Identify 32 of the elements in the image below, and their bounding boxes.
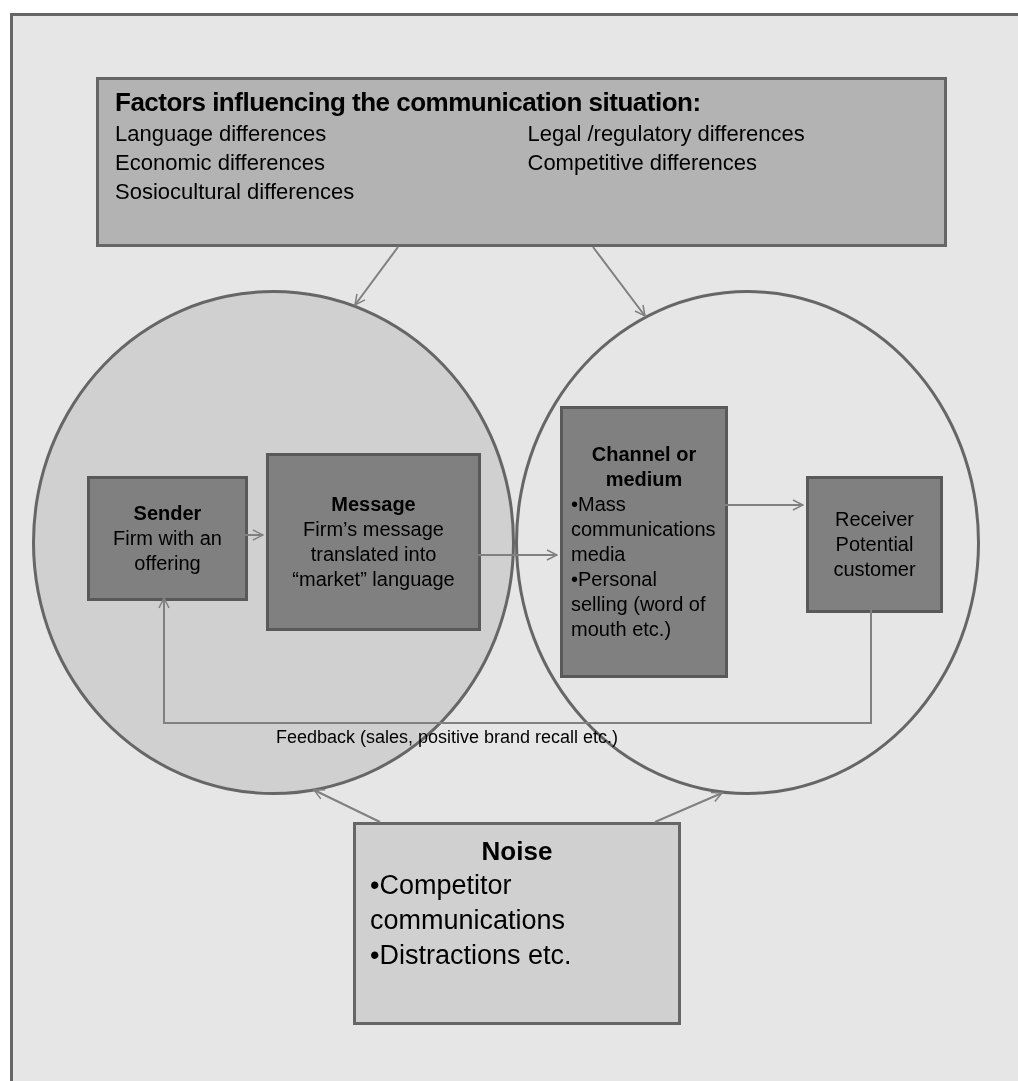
arrow — [724, 499, 804, 511]
text-box — [353, 822, 681, 1025]
box-heading: Message — [330, 492, 417, 517]
box-text: •Mass communications media — [571, 492, 717, 567]
arrow — [477, 549, 558, 561]
arrow — [592, 246, 646, 317]
arrow — [313, 789, 381, 823]
box-text: •Personal selling (word of mouth etc.) — [571, 567, 707, 642]
text-box — [806, 476, 943, 613]
box-text: Potential customer — [832, 532, 917, 582]
box-heading: Channel or medium — [590, 442, 698, 492]
text-box — [560, 406, 728, 678]
factor-text: Competitive differences — [527, 148, 758, 177]
arrow — [158, 597, 872, 724]
arrow — [654, 791, 723, 823]
text-box — [87, 476, 248, 601]
box-heading: Factors influencing the communication situation: — [115, 86, 702, 119]
box-heading: Sender — [132, 501, 203, 526]
box-text: Firm with an offering — [112, 526, 223, 576]
factor-text: Language differences — [115, 119, 328, 148]
factor-text: Legal /regulatory differences — [527, 119, 806, 148]
text-box — [266, 453, 481, 631]
arrow — [244, 529, 264, 541]
arrow — [354, 246, 399, 306]
factor-text: Economic differences — [115, 148, 326, 177]
box-text: Receiver — [834, 507, 915, 532]
box-heading: Noise — [480, 835, 554, 868]
text-box — [96, 77, 947, 247]
factor-text: Sosiocultural differences — [115, 177, 356, 206]
noise-item: •Competitor communications — [370, 868, 567, 937]
noise-item: •Distractions etc. — [370, 938, 573, 972]
box-text: Firm’s message translated into “market” language — [291, 517, 456, 592]
